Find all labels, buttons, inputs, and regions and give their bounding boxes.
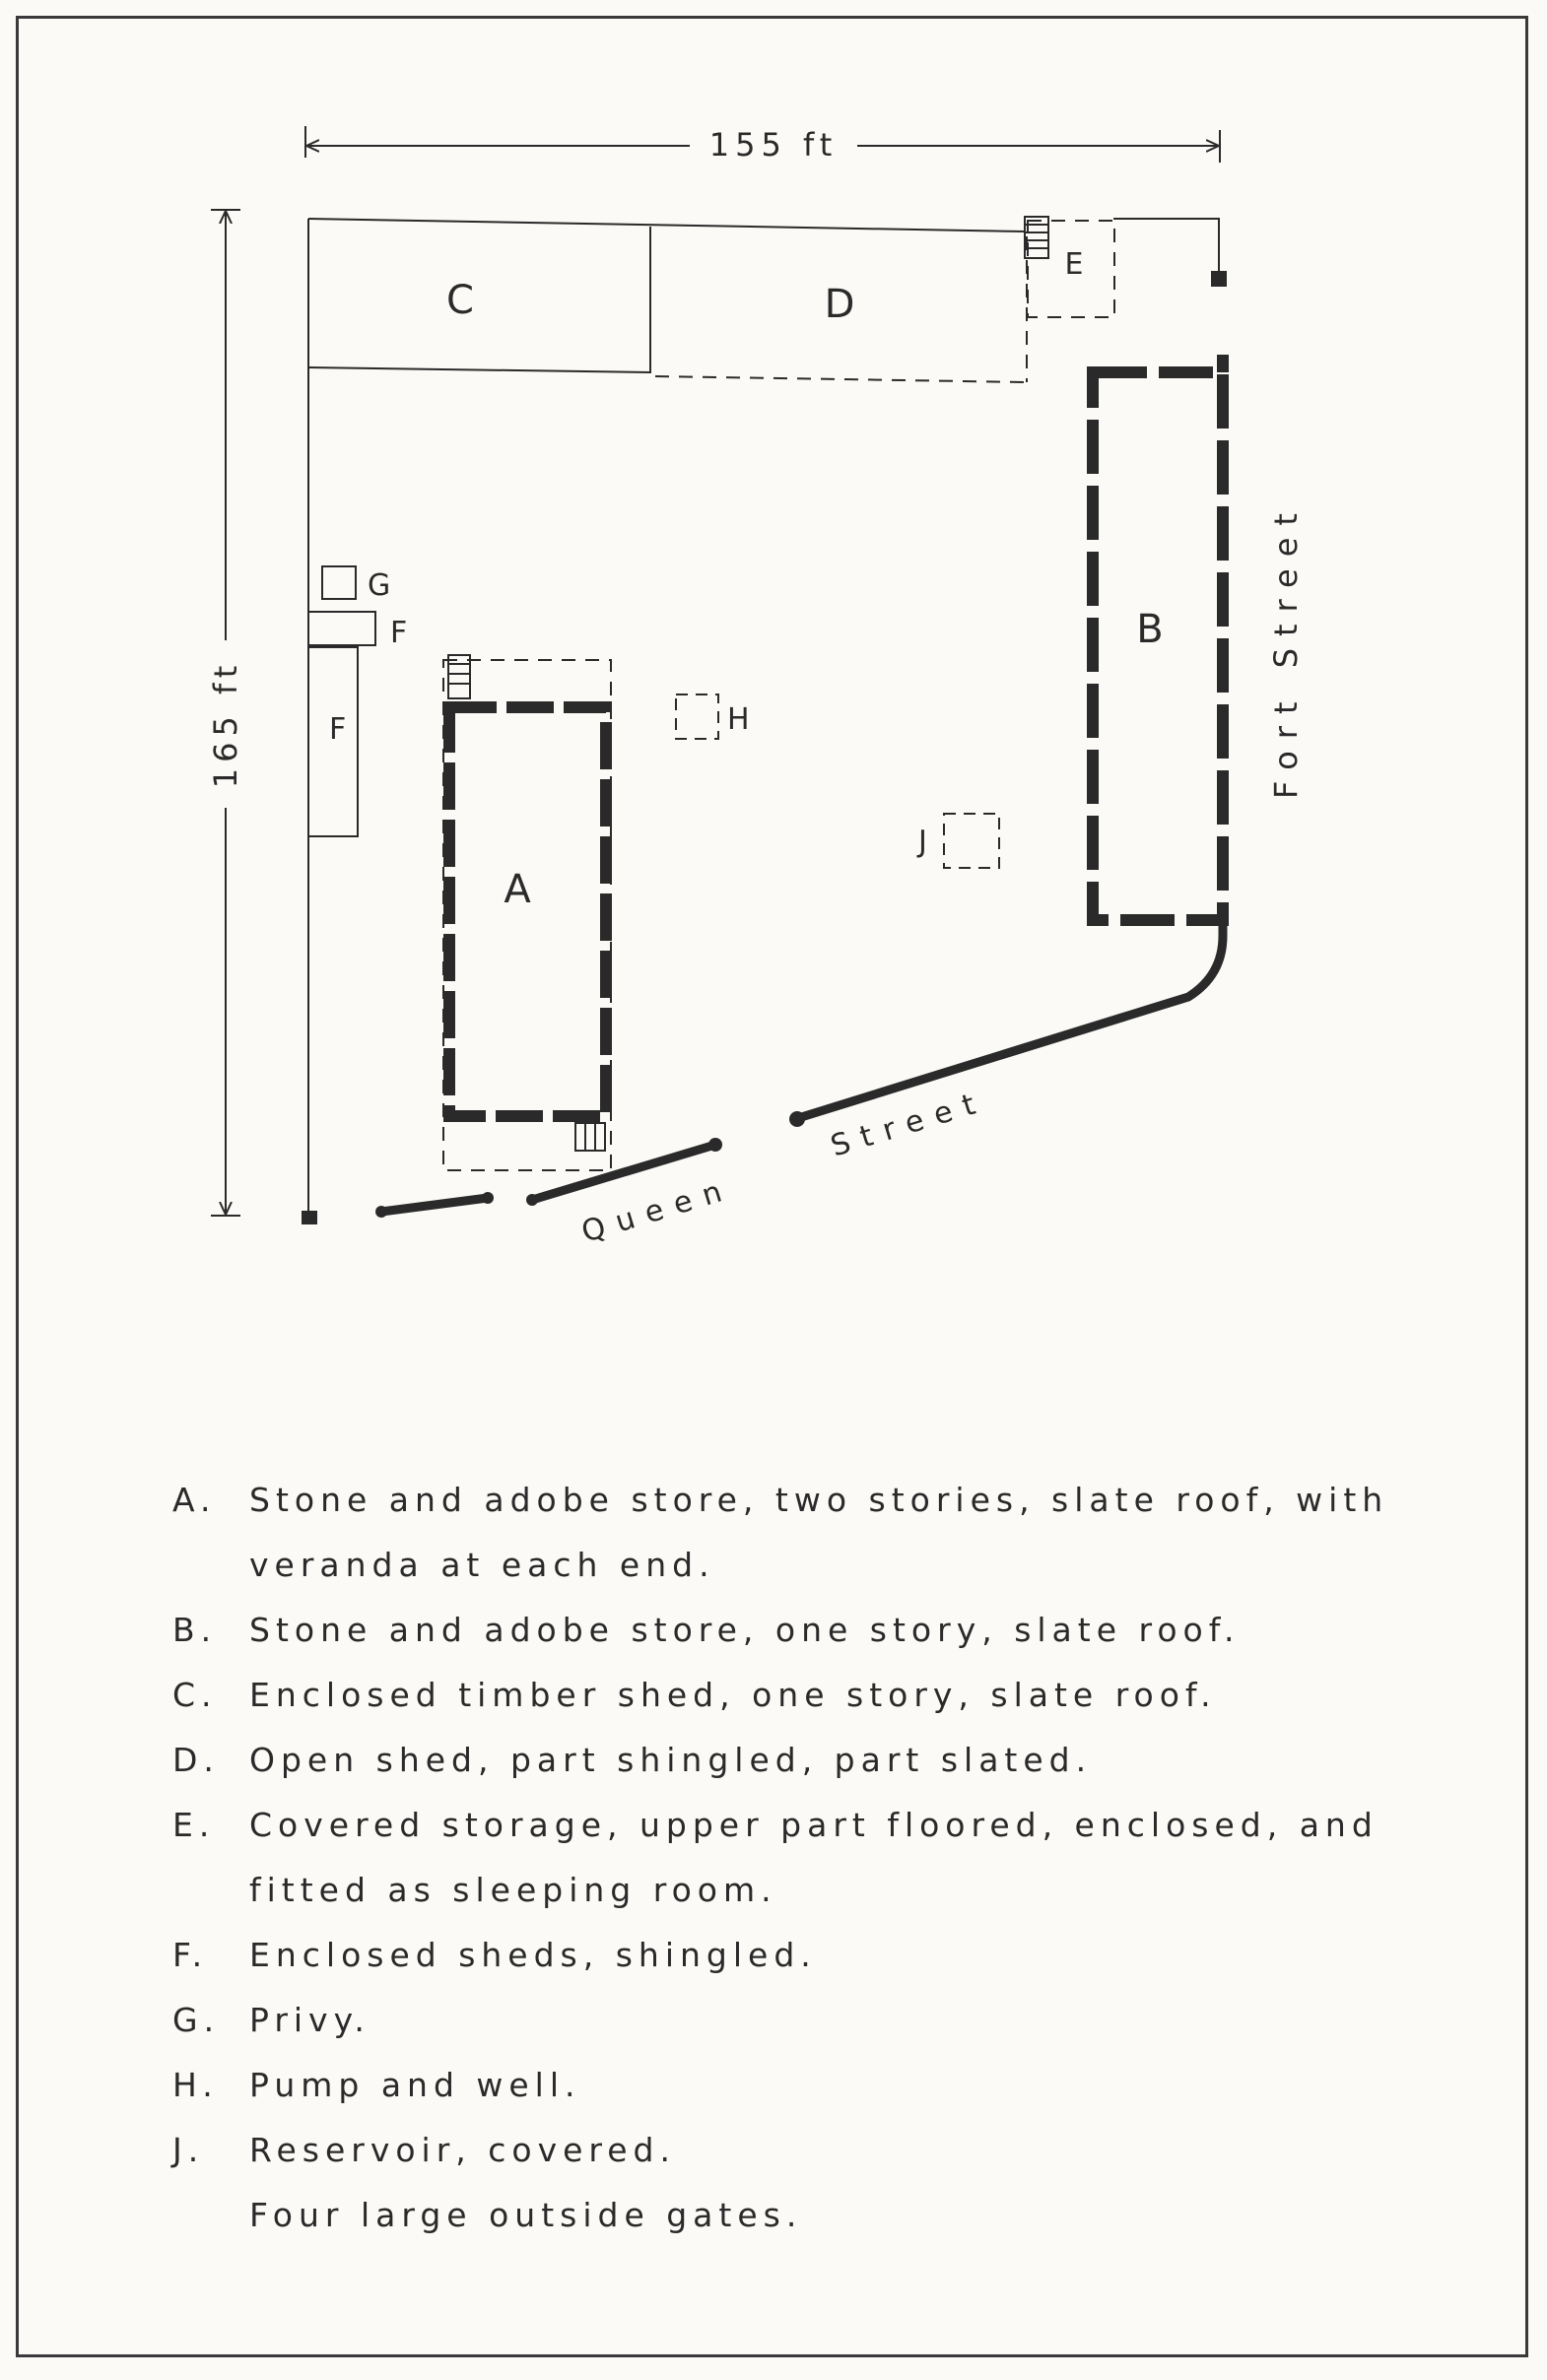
label-h: H <box>727 702 750 737</box>
height-label: 165 ft <box>207 660 244 789</box>
fort-street-label: Fort Street <box>1267 501 1305 799</box>
legend-key <box>172 1533 249 1598</box>
storage-e-stair <box>1024 216 1049 259</box>
label-g: G <box>368 568 390 603</box>
legend-description: Stone and adobe store, two stories, slat… <box>249 1481 1389 1519</box>
label-f-small: F <box>390 616 407 650</box>
label-b: B <box>1136 607 1163 652</box>
legend-key: B. <box>172 1611 218 1649</box>
legend-item: G. Privy. <box>172 1988 1453 2053</box>
pump-well-h-outline <box>675 694 719 740</box>
legend-description: Enclosed timber shed, one story, slate r… <box>249 1676 1217 1714</box>
shed-f-small-outline <box>307 611 376 646</box>
legend-key: G. <box>172 2001 221 2039</box>
legend-key: D. <box>172 1741 220 1779</box>
north-east-fence <box>1113 218 1220 274</box>
legend-item: F. Enclosed sheds, shingled. <box>172 1923 1453 1988</box>
label-j: J <box>916 825 927 859</box>
legend-description: Pump and well. <box>249 2066 581 2104</box>
legend-description: veranda at each end. <box>249 1546 715 1584</box>
legend-key: C. <box>172 1676 218 1714</box>
width-label: 155 ft <box>709 126 839 164</box>
label-c: C <box>446 278 474 323</box>
page-frame <box>16 16 1528 2357</box>
label-f-large: F <box>329 712 346 747</box>
legend-item: H. Pump and well. <box>172 2053 1453 2118</box>
shed-f-large-outline <box>307 646 359 837</box>
legend-description: Privy. <box>249 2001 370 2039</box>
legend-item: B. Stone and adobe store, one story, slat… <box>172 1598 1453 1663</box>
legend-item: E. Covered storage, upper part floored, e… <box>172 1793 1453 1858</box>
shed-d-open-side <box>654 375 1028 383</box>
legend-key <box>172 1858 249 1923</box>
shed-c-outline <box>307 227 651 374</box>
gate-post <box>1211 271 1227 287</box>
legend-description: Enclosed sheds, shingled. <box>249 1936 817 1974</box>
north-boundary <box>307 218 1026 232</box>
legend-description: fitted as sleeping room. <box>249 1871 777 1909</box>
legend-item: A. Stone and adobe store, two stories, sl… <box>172 1468 1453 1533</box>
label-d: D <box>825 282 855 327</box>
legend-item: fitted as sleeping room. <box>172 1858 1453 1923</box>
label-e: E <box>1065 247 1084 282</box>
legend: A. Stone and adobe store, two stories, sl… <box>172 1468 1453 2248</box>
legend-description: Reservoir, covered. <box>249 2131 676 2169</box>
legend-footnote: Four large outside gates. <box>249 2196 803 2234</box>
reservoir-j-outline <box>943 813 1000 869</box>
site-plan-diagram: 155 ft 165 ft C D E G F F A H J B Fort S… <box>207 126 1305 1250</box>
legend-key: F. <box>172 1936 209 1974</box>
legend-key: A. <box>172 1481 217 1519</box>
legend-item: J. Reservoir, covered. <box>172 2118 1453 2183</box>
legend-item: veranda at each end. <box>172 1533 1453 1598</box>
legend-key: E. <box>172 1806 216 1844</box>
storage-e-outline <box>1027 220 1115 318</box>
street-wall <box>375 920 1228 1218</box>
privy-g-outline <box>321 565 357 600</box>
legend-description: Open shed, part shingled, part slated. <box>249 1741 1093 1779</box>
gate-post <box>302 1211 317 1224</box>
street-label: Street <box>827 1084 990 1163</box>
height-dimension-line <box>211 209 240 1217</box>
label-a: A <box>504 867 531 912</box>
legend-description: Stone and adobe store, one story, slate … <box>249 1611 1241 1649</box>
legend-key: H. <box>172 2066 219 2104</box>
legend-key: J. <box>172 2131 205 2169</box>
legend-item: C. Enclosed timber shed, one story, slate… <box>172 1663 1453 1728</box>
legend-item: D. Open shed, part shingled, part slated. <box>172 1728 1453 1793</box>
width-dimension-line <box>304 126 1221 163</box>
building-a <box>442 654 612 1171</box>
building-b <box>1087 355 1229 926</box>
legend-description: Covered storage, upper part floored, enc… <box>249 1806 1379 1844</box>
